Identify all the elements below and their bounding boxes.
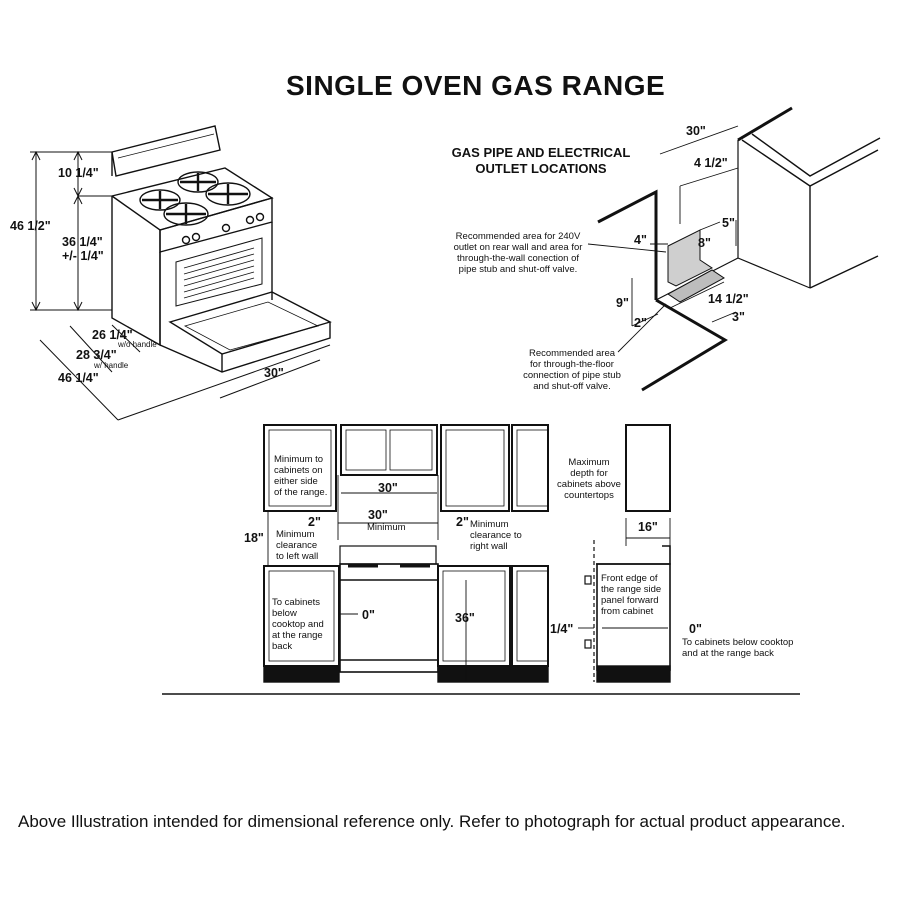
dim-floor-depth: 3" xyxy=(732,310,745,324)
side-view xyxy=(578,424,671,683)
dim-total-height: 46 1/2" xyxy=(10,219,51,233)
dim-top-height: 10 1/4" xyxy=(58,166,99,180)
dim-depth-handle: 28 3/4" xyxy=(76,348,117,362)
dim-zero-side: 0" xyxy=(689,622,702,636)
label-minimum: Minimum xyxy=(367,522,406,533)
dim-depth-no-handle: 26 1/4" xyxy=(92,328,133,342)
dim-floor-width: 14 1/2" xyxy=(708,292,749,306)
label-no-handle: w/o handle xyxy=(118,340,157,349)
dim-side-offset: 1/4" xyxy=(550,622,574,636)
dim-tolerance: +/- 1/4" xyxy=(62,249,104,263)
dim-height-above: 18" xyxy=(244,531,264,545)
dim-cooktop-height: 36 1/4" xyxy=(62,235,103,249)
page-title: SINGLE OVEN GAS RANGE xyxy=(286,70,666,101)
footer-disclaimer: Above Illustration intended for dimensio… xyxy=(18,812,846,831)
outlet-diagram xyxy=(587,106,881,392)
dim-depth-door-open: 46 1/4" xyxy=(58,371,99,385)
dim-min-width: 30" xyxy=(368,508,388,522)
outlet-heading-1: GAS PIPE AND ELECTRICAL xyxy=(451,145,631,160)
front-view xyxy=(162,424,800,695)
dim-left-clearance: 2" xyxy=(308,515,321,529)
dim-zero-front: 0" xyxy=(362,608,375,622)
label-handle: w/ handle xyxy=(94,361,129,370)
outlet-heading-2: OUTLET LOCATIONS xyxy=(475,161,607,176)
dim-outlet-above: 5" xyxy=(722,216,735,230)
dim-width-between-cabinets: 30" xyxy=(378,481,398,495)
range-isometric xyxy=(30,125,332,421)
dim-range-width: 30" xyxy=(264,366,284,380)
dim-right-clearance: 2" xyxy=(456,515,469,529)
dim-counter-height: 36" xyxy=(455,611,475,625)
dim-outlet-width: 30" xyxy=(686,124,706,138)
dim-max-depth: 16" xyxy=(638,520,658,534)
dim-outlet-from-side: 4" xyxy=(634,233,647,247)
dim-floor-from-wall: 2" xyxy=(634,316,647,330)
dim-floor-height: 9" xyxy=(616,296,629,310)
dim-outlet-box-height: 8" xyxy=(698,236,711,250)
dim-outlet-offset-side: 4 1/2" xyxy=(694,156,728,170)
